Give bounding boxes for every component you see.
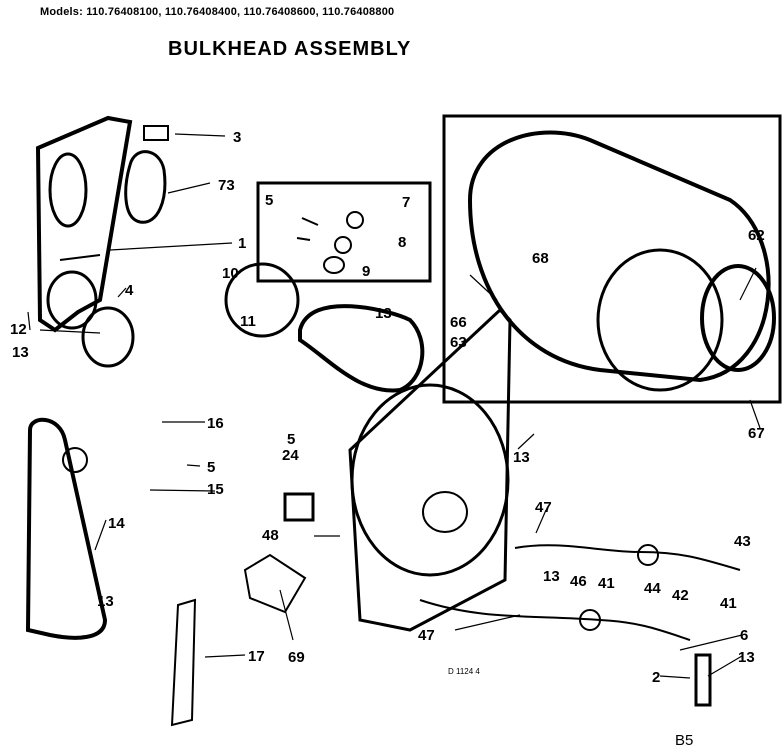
- callout-label: 5: [287, 431, 295, 448]
- callout-label: 41: [720, 595, 737, 612]
- callout-label: 46: [570, 573, 587, 590]
- callout-label: 5: [207, 459, 215, 476]
- callout-label: 13: [513, 449, 530, 466]
- page-mark: B5: [675, 732, 693, 749]
- page-title: BULKHEAD ASSEMBLY: [168, 38, 412, 60]
- callout-label: 1: [238, 235, 246, 252]
- drum-inset-box: [442, 114, 782, 404]
- drum-68: [467, 130, 771, 383]
- callout-label: 13: [12, 344, 29, 361]
- idler-bracket-14: [25, 417, 108, 640]
- callout-label: 9: [362, 263, 370, 280]
- callout-label: 24: [282, 447, 299, 464]
- callouts: 3 73 1 4 13 5 7 8 9 10 13 11 12 16 5 15 …: [10, 129, 765, 686]
- callout-label: 41: [598, 575, 615, 592]
- models-line: Models: 110.76408100, 110.76408400, 110.…: [40, 6, 395, 18]
- callout-label: 44: [644, 580, 661, 597]
- callout-label: 14: [108, 515, 125, 532]
- callout-label: 66: [450, 314, 467, 331]
- seal-62: [700, 264, 776, 372]
- blower-wheel-10: [224, 262, 300, 338]
- callout-label: 13: [375, 305, 392, 322]
- bulkhead-panel: [35, 115, 133, 333]
- box-69: [243, 553, 307, 614]
- callout-label: 13: [97, 593, 114, 610]
- callout-label: 11: [240, 313, 256, 330]
- callout-label: 48: [262, 527, 279, 544]
- thermostat-2: [694, 653, 712, 707]
- callout-label: 13: [543, 568, 560, 585]
- callout-label: 5: [265, 192, 273, 209]
- callout-label: 8: [398, 234, 406, 251]
- callout-label: 69: [288, 649, 305, 666]
- inset-parts: [296, 211, 364, 274]
- callout-label: 42: [672, 587, 689, 604]
- blower-housing-11: [298, 304, 425, 393]
- seal-4: [81, 306, 135, 368]
- callout-label: 62: [748, 227, 765, 244]
- callout-label: 4: [125, 282, 134, 299]
- callout-label: 47: [418, 627, 435, 644]
- bracket-3: [143, 125, 169, 141]
- inset-box: [256, 181, 432, 283]
- callout-label: 6: [740, 627, 748, 644]
- leader-lines: [27, 133, 761, 679]
- callout-label: 67: [748, 425, 765, 442]
- callout-label: 13: [738, 649, 755, 666]
- callout-label: 15: [207, 481, 224, 498]
- gasket-73: [124, 150, 167, 224]
- callout-label: 10: [222, 265, 239, 282]
- callout-label: 68: [532, 250, 549, 267]
- callout-label: 12: [10, 321, 27, 338]
- wire-harness: [514, 544, 741, 571]
- front-panel-48: [348, 307, 512, 632]
- callout-label: 17: [248, 648, 265, 665]
- callout-label: 47: [535, 499, 552, 516]
- diagram-code: D 1124 4: [448, 667, 480, 676]
- callout-label: 3: [233, 129, 241, 146]
- part-17: [170, 598, 197, 727]
- callout-label: 2: [652, 669, 660, 686]
- callout-label: 16: [207, 415, 224, 432]
- switch-24: [283, 492, 315, 522]
- callout-label: 73: [218, 177, 235, 194]
- callout-label: 7: [402, 194, 410, 211]
- callout-label: 63: [450, 334, 467, 351]
- callout-label: 43: [734, 533, 751, 550]
